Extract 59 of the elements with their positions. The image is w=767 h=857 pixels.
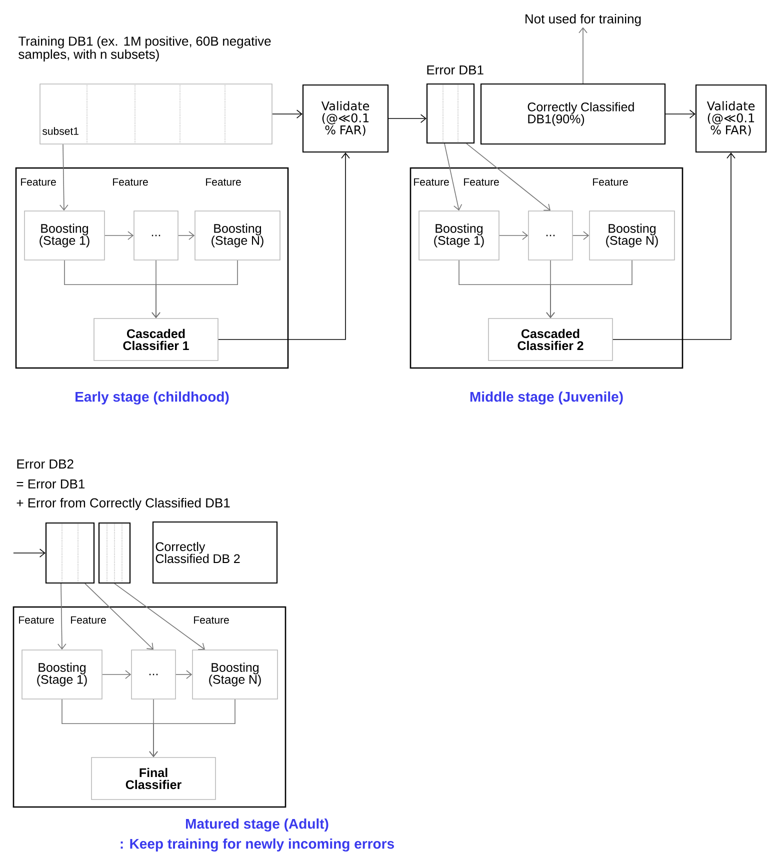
band-heading: Error DB2 bbox=[17, 459, 74, 469]
arrow bbox=[102, 670, 132, 679]
band-heading: + Error from Correctly Classified DB1 bbox=[16, 498, 230, 510]
classifier-box: Cascaded Classifier 1 bbox=[94, 318, 218, 361]
stage-caption: : Keep training for newly incoming errors bbox=[120, 838, 394, 852]
validate-box: Validate (@≪0.1 % FAR) bbox=[302, 84, 389, 153]
arrow bbox=[665, 110, 696, 118]
box-text: Correctly Classified DB1(90%) bbox=[528, 102, 634, 126]
ellipsis-box: ... bbox=[134, 210, 178, 260]
feature-label: Feature bbox=[194, 616, 229, 624]
feature-label: Feature bbox=[21, 178, 56, 186]
boosting-box: Boosting (Stage 1) bbox=[418, 210, 500, 260]
arrow bbox=[152, 260, 238, 318]
arrow bbox=[104, 231, 134, 240]
band-heading: Error DB1 bbox=[427, 65, 484, 75]
boosting-box: Boosting (Stage N) bbox=[589, 210, 675, 260]
arrow bbox=[466, 143, 550, 211]
note-text: Not used for training bbox=[526, 14, 641, 26]
stage-caption: Middle stage (Juvenile) bbox=[470, 391, 623, 405]
arrow bbox=[578, 27, 588, 84]
band-heading: = Error DB1 bbox=[16, 479, 85, 489]
feature-label: Feature bbox=[464, 178, 499, 186]
validate-box: Validate (@≪0.1 % FAR) bbox=[695, 84, 767, 153]
feature-label: Feature bbox=[593, 178, 628, 186]
feature-label: Feature bbox=[71, 616, 106, 624]
arrow bbox=[178, 231, 195, 240]
ellipsis-box: ... bbox=[131, 650, 176, 700]
feature-label: Feature bbox=[19, 616, 54, 624]
ellipsis-box: ... bbox=[528, 210, 573, 260]
arrow bbox=[84, 583, 154, 650]
arrow bbox=[572, 231, 590, 240]
arrow bbox=[176, 670, 192, 679]
stage-caption: Early stage (childhood) bbox=[76, 391, 229, 405]
subset-label: subset1 bbox=[42, 127, 78, 135]
classifier-box: Final Classifier bbox=[91, 757, 216, 800]
arrow bbox=[218, 152, 350, 340]
boosting-box: Boosting (Stage 1) bbox=[24, 210, 105, 260]
boosting-box: Boosting (Stage N) bbox=[192, 650, 278, 700]
arrow bbox=[149, 699, 236, 758]
arrow bbox=[388, 114, 426, 123]
band-heading: Training DB1 (ex. 1M positive, 60B negative samples, with n subsets) bbox=[18, 36, 271, 62]
arrow bbox=[499, 231, 528, 240]
boosting-box: Boosting (Stage 1) bbox=[22, 650, 102, 700]
data-band bbox=[98, 522, 131, 584]
arrow bbox=[612, 152, 736, 340]
arrow bbox=[444, 143, 462, 211]
boosting-box: Boosting (Stage N) bbox=[194, 210, 280, 260]
feature-label: Feature bbox=[206, 178, 241, 186]
arrow bbox=[546, 260, 632, 318]
arrow bbox=[13, 548, 46, 558]
feature-label: Feature bbox=[414, 178, 449, 186]
stage-caption: Matured stage (Adult) bbox=[186, 818, 328, 832]
arrow bbox=[114, 583, 205, 650]
arrow bbox=[272, 110, 302, 118]
classifier-box: Cascaded Classifier 2 bbox=[488, 318, 613, 361]
box-text: Correctly Classified DB 2 bbox=[156, 542, 240, 564]
arrow bbox=[60, 144, 68, 211]
feature-label: Feature bbox=[113, 178, 148, 186]
arrow bbox=[58, 583, 66, 650]
